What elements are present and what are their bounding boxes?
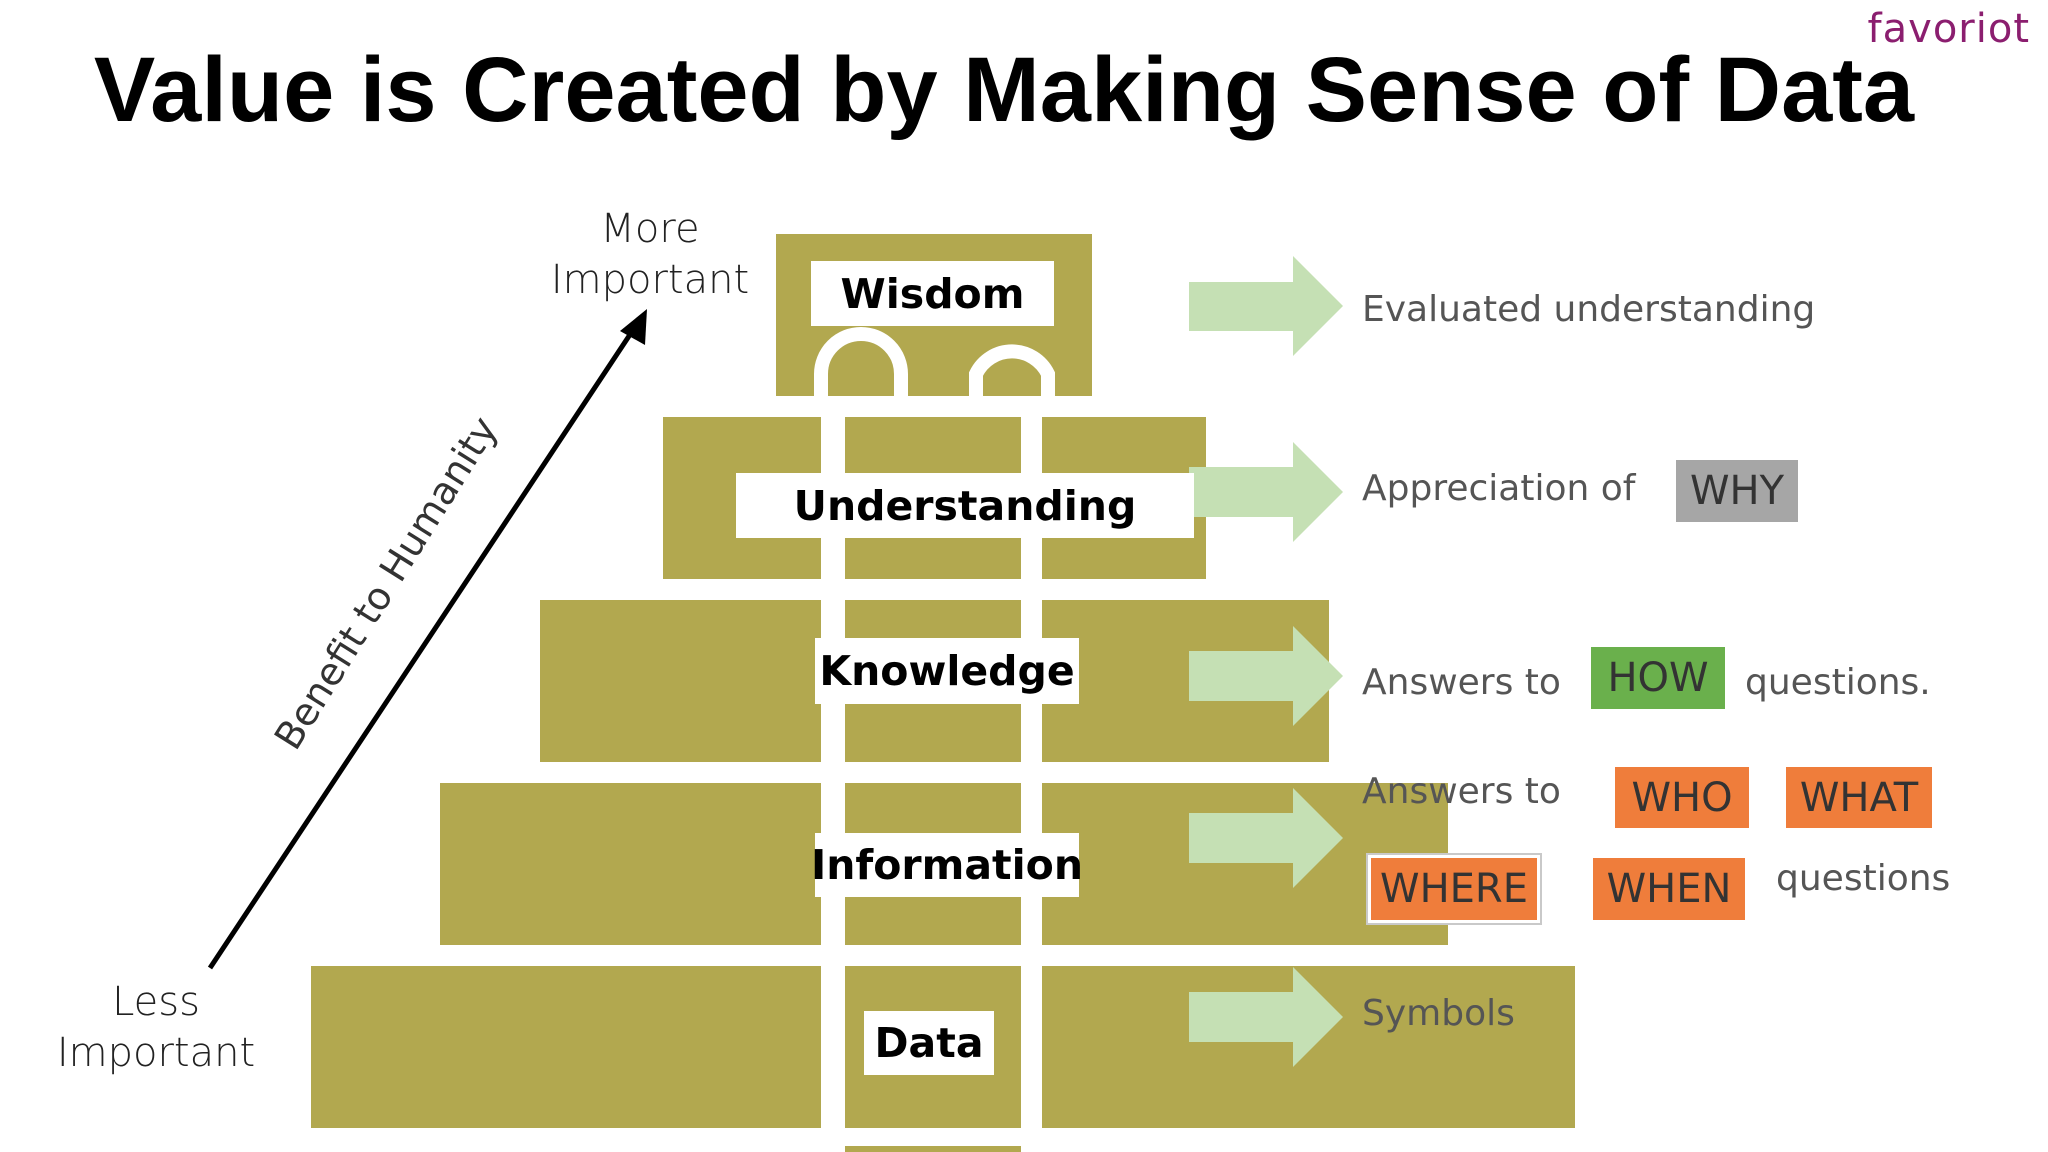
wisdom-description: Evaluated understanding xyxy=(1362,289,1816,330)
importance-arrow xyxy=(207,309,647,970)
wisdom-label: Wisdom xyxy=(811,261,1054,326)
important-label-bottom: Important xyxy=(56,1030,256,1076)
wisdom-arrow xyxy=(1189,256,1343,356)
less-label: Less xyxy=(112,979,200,1025)
foundation-strip xyxy=(845,1146,1021,1152)
right-arch xyxy=(969,344,1055,400)
what-badge: WHAT xyxy=(1786,767,1932,828)
data-block-left xyxy=(311,966,821,1128)
brand-logo: favoriot xyxy=(1867,6,2030,52)
level-arrows xyxy=(1189,256,1343,1067)
information-label: Information xyxy=(811,833,1083,897)
wisdom-arches xyxy=(814,327,1055,400)
knowledge-block-left xyxy=(540,600,821,762)
information-questions-suffix: questions xyxy=(1776,858,1951,899)
knowledge-label: Knowledge xyxy=(815,638,1079,704)
data-label: Data xyxy=(864,1011,994,1075)
where-badge: WHERE xyxy=(1371,858,1537,920)
slide-title: Value is Created by Making Sense of Data xyxy=(93,39,1915,141)
information-block-left xyxy=(440,783,821,945)
understanding-label: Understanding xyxy=(736,473,1194,538)
more-important-label: More Important xyxy=(530,204,770,306)
knowledge-description: Answers to xyxy=(1362,662,1561,703)
understanding-arrow xyxy=(1189,442,1343,542)
understanding-description: Appreciation of xyxy=(1362,468,1636,509)
data-arrow xyxy=(1189,967,1343,1067)
less-important-label: Less Important xyxy=(36,977,276,1079)
why-badge: WHY xyxy=(1676,460,1798,522)
important-label-top: Important xyxy=(550,257,750,303)
knowledge-questions-suffix: questions. xyxy=(1745,662,1931,703)
who-badge: WHO xyxy=(1615,767,1749,828)
how-badge: HOW xyxy=(1591,647,1725,709)
when-badge: WHEN xyxy=(1593,858,1745,920)
information-arrow xyxy=(1189,788,1343,888)
data-description: Symbols xyxy=(1362,993,1515,1034)
information-description: Answers to xyxy=(1362,771,1561,812)
left-arch xyxy=(814,327,908,400)
more-label: More xyxy=(600,206,700,252)
knowledge-arrow xyxy=(1189,626,1343,726)
